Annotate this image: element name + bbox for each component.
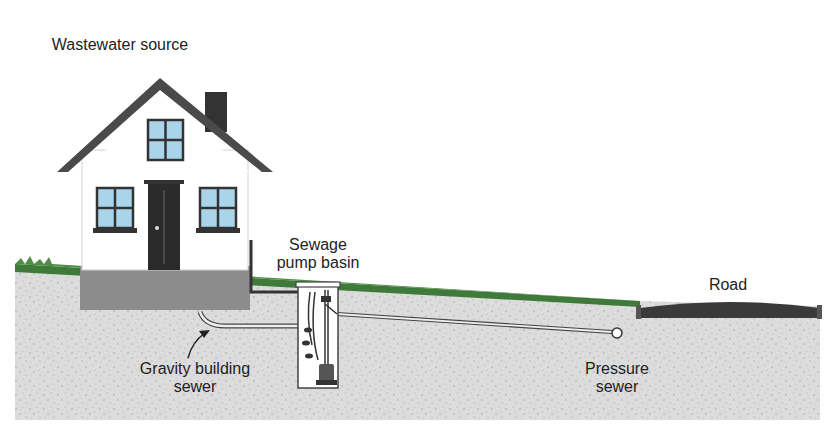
curb bbox=[636, 305, 641, 319]
basin-internals bbox=[308, 290, 337, 366]
title-label: Wastewater source bbox=[35, 36, 205, 54]
part-label: Gravity building sewer bbox=[128, 360, 263, 396]
leader-line bbox=[188, 333, 205, 358]
part-label: Road bbox=[688, 276, 768, 294]
door bbox=[148, 184, 180, 270]
part-label: Sewage pump basin bbox=[275, 236, 361, 272]
road-surface bbox=[640, 302, 820, 318]
main-pipe bbox=[612, 328, 622, 338]
pump-basin bbox=[298, 284, 338, 388]
gravity-pipe bbox=[200, 312, 300, 326]
curb bbox=[817, 305, 822, 319]
leader-head bbox=[199, 330, 210, 338]
roof bbox=[57, 78, 273, 172]
pump bbox=[316, 364, 337, 385]
float-switches bbox=[302, 296, 331, 359]
pressure-pipe bbox=[337, 314, 612, 332]
part-label: Pressure sewer bbox=[576, 360, 658, 396]
foundation bbox=[80, 266, 250, 310]
basin-lid bbox=[296, 282, 340, 287]
